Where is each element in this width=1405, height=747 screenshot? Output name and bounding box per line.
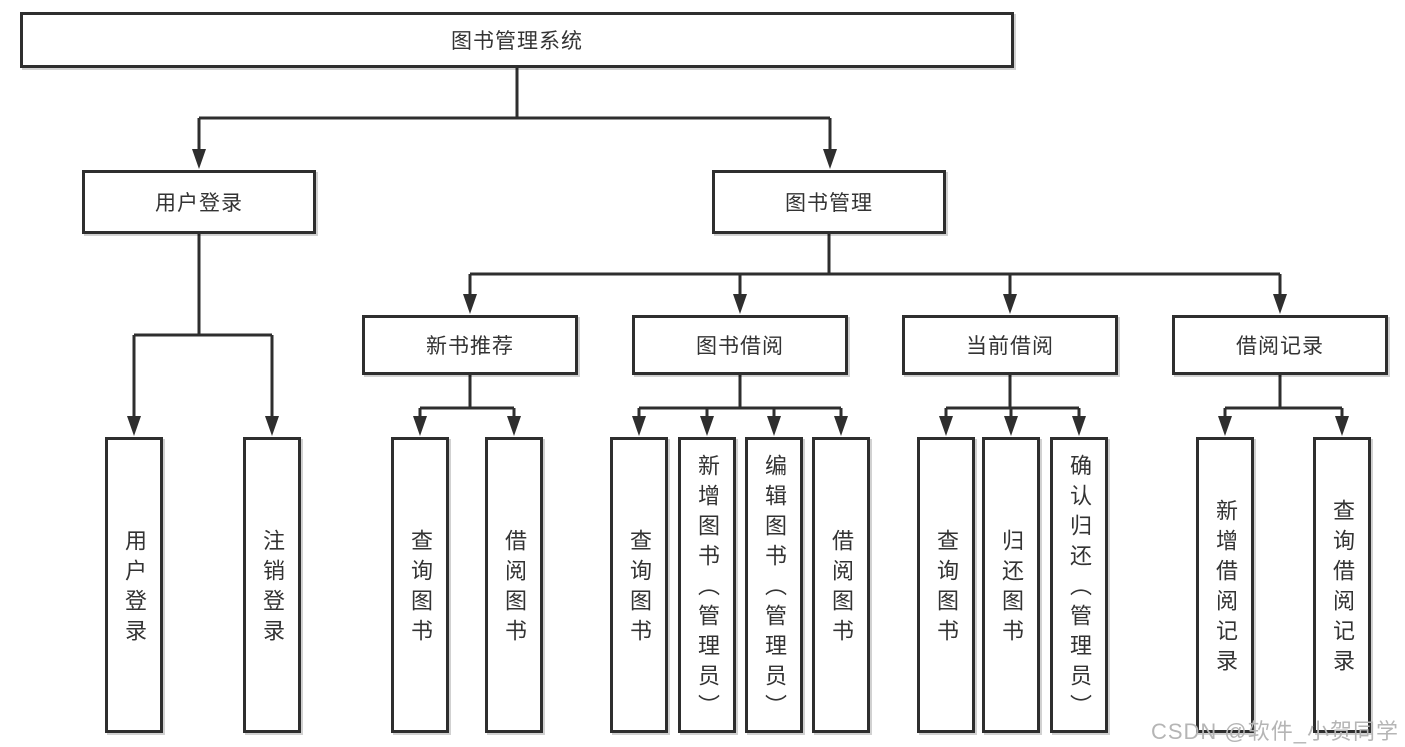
arrowheads xyxy=(127,149,1349,436)
node-label: 新增借阅记录 xyxy=(1213,499,1238,679)
node-label: 查询图书 xyxy=(408,529,433,649)
node-label: 图书借阅 xyxy=(696,335,784,358)
node-label: 借阅记录 xyxy=(1236,335,1324,358)
node-leaf-query-book-borrowing: 查询图书 xyxy=(610,437,668,733)
node-user-login: 用户登录 xyxy=(82,170,316,234)
node-label: 新增图书（管理员） xyxy=(695,454,720,724)
node-leaf-user-login: 用户登录 xyxy=(105,437,163,733)
node-label: 查询借阅记录 xyxy=(1330,499,1355,679)
node-label: 用户登录 xyxy=(155,192,243,215)
node-leaf-add-borrow-record: 新增借阅记录 xyxy=(1196,437,1254,733)
node-leaf-return-book: 归还图书 xyxy=(982,437,1040,733)
node-label: 图书管理系统 xyxy=(451,30,583,53)
node-label: 编辑图书（管理员） xyxy=(762,454,787,724)
node-leaf-query-book-recommend: 查询图书 xyxy=(391,437,449,733)
node-current-borrowing: 当前借阅 xyxy=(902,315,1118,375)
node-label: 借阅图书 xyxy=(829,529,854,649)
node-book-management: 图书管理 xyxy=(712,170,946,234)
node-label: 查询图书 xyxy=(934,529,959,649)
node-leaf-query-borrow-record: 查询借阅记录 xyxy=(1313,437,1371,733)
node-label: 图书管理 xyxy=(785,192,873,215)
node-library-management-system: 图书管理系统 xyxy=(20,12,1014,68)
node-label: 当前借阅 xyxy=(966,335,1054,358)
node-label: 新书推荐 xyxy=(426,335,514,358)
node-book-borrowing: 图书借阅 xyxy=(632,315,848,375)
node-leaf-confirm-return-admin: 确认归还（管理员） xyxy=(1050,437,1108,733)
node-leaf-query-book-current: 查询图书 xyxy=(917,437,975,733)
node-leaf-borrow-book-recommend: 借阅图书 xyxy=(485,437,543,733)
node-label: 查询图书 xyxy=(627,529,652,649)
node-leaf-borrow-book: 借阅图书 xyxy=(812,437,870,733)
csdn-watermark: CSDN @软件_小贺同学 xyxy=(1150,719,1399,744)
node-label: 借阅图书 xyxy=(502,529,527,649)
node-label: 确认归还（管理员） xyxy=(1067,454,1092,724)
node-leaf-logout: 注销登录 xyxy=(243,437,301,733)
node-borrowing-records: 借阅记录 xyxy=(1172,315,1388,375)
node-leaf-add-book-admin: 新增图书（管理员） xyxy=(678,437,736,733)
node-leaf-edit-book-admin: 编辑图书（管理员） xyxy=(745,437,803,733)
node-label: 归还图书 xyxy=(999,529,1024,649)
node-new-book-recommendation: 新书推荐 xyxy=(362,315,578,375)
node-label: 注销登录 xyxy=(260,529,285,649)
node-label: 用户登录 xyxy=(122,529,147,649)
